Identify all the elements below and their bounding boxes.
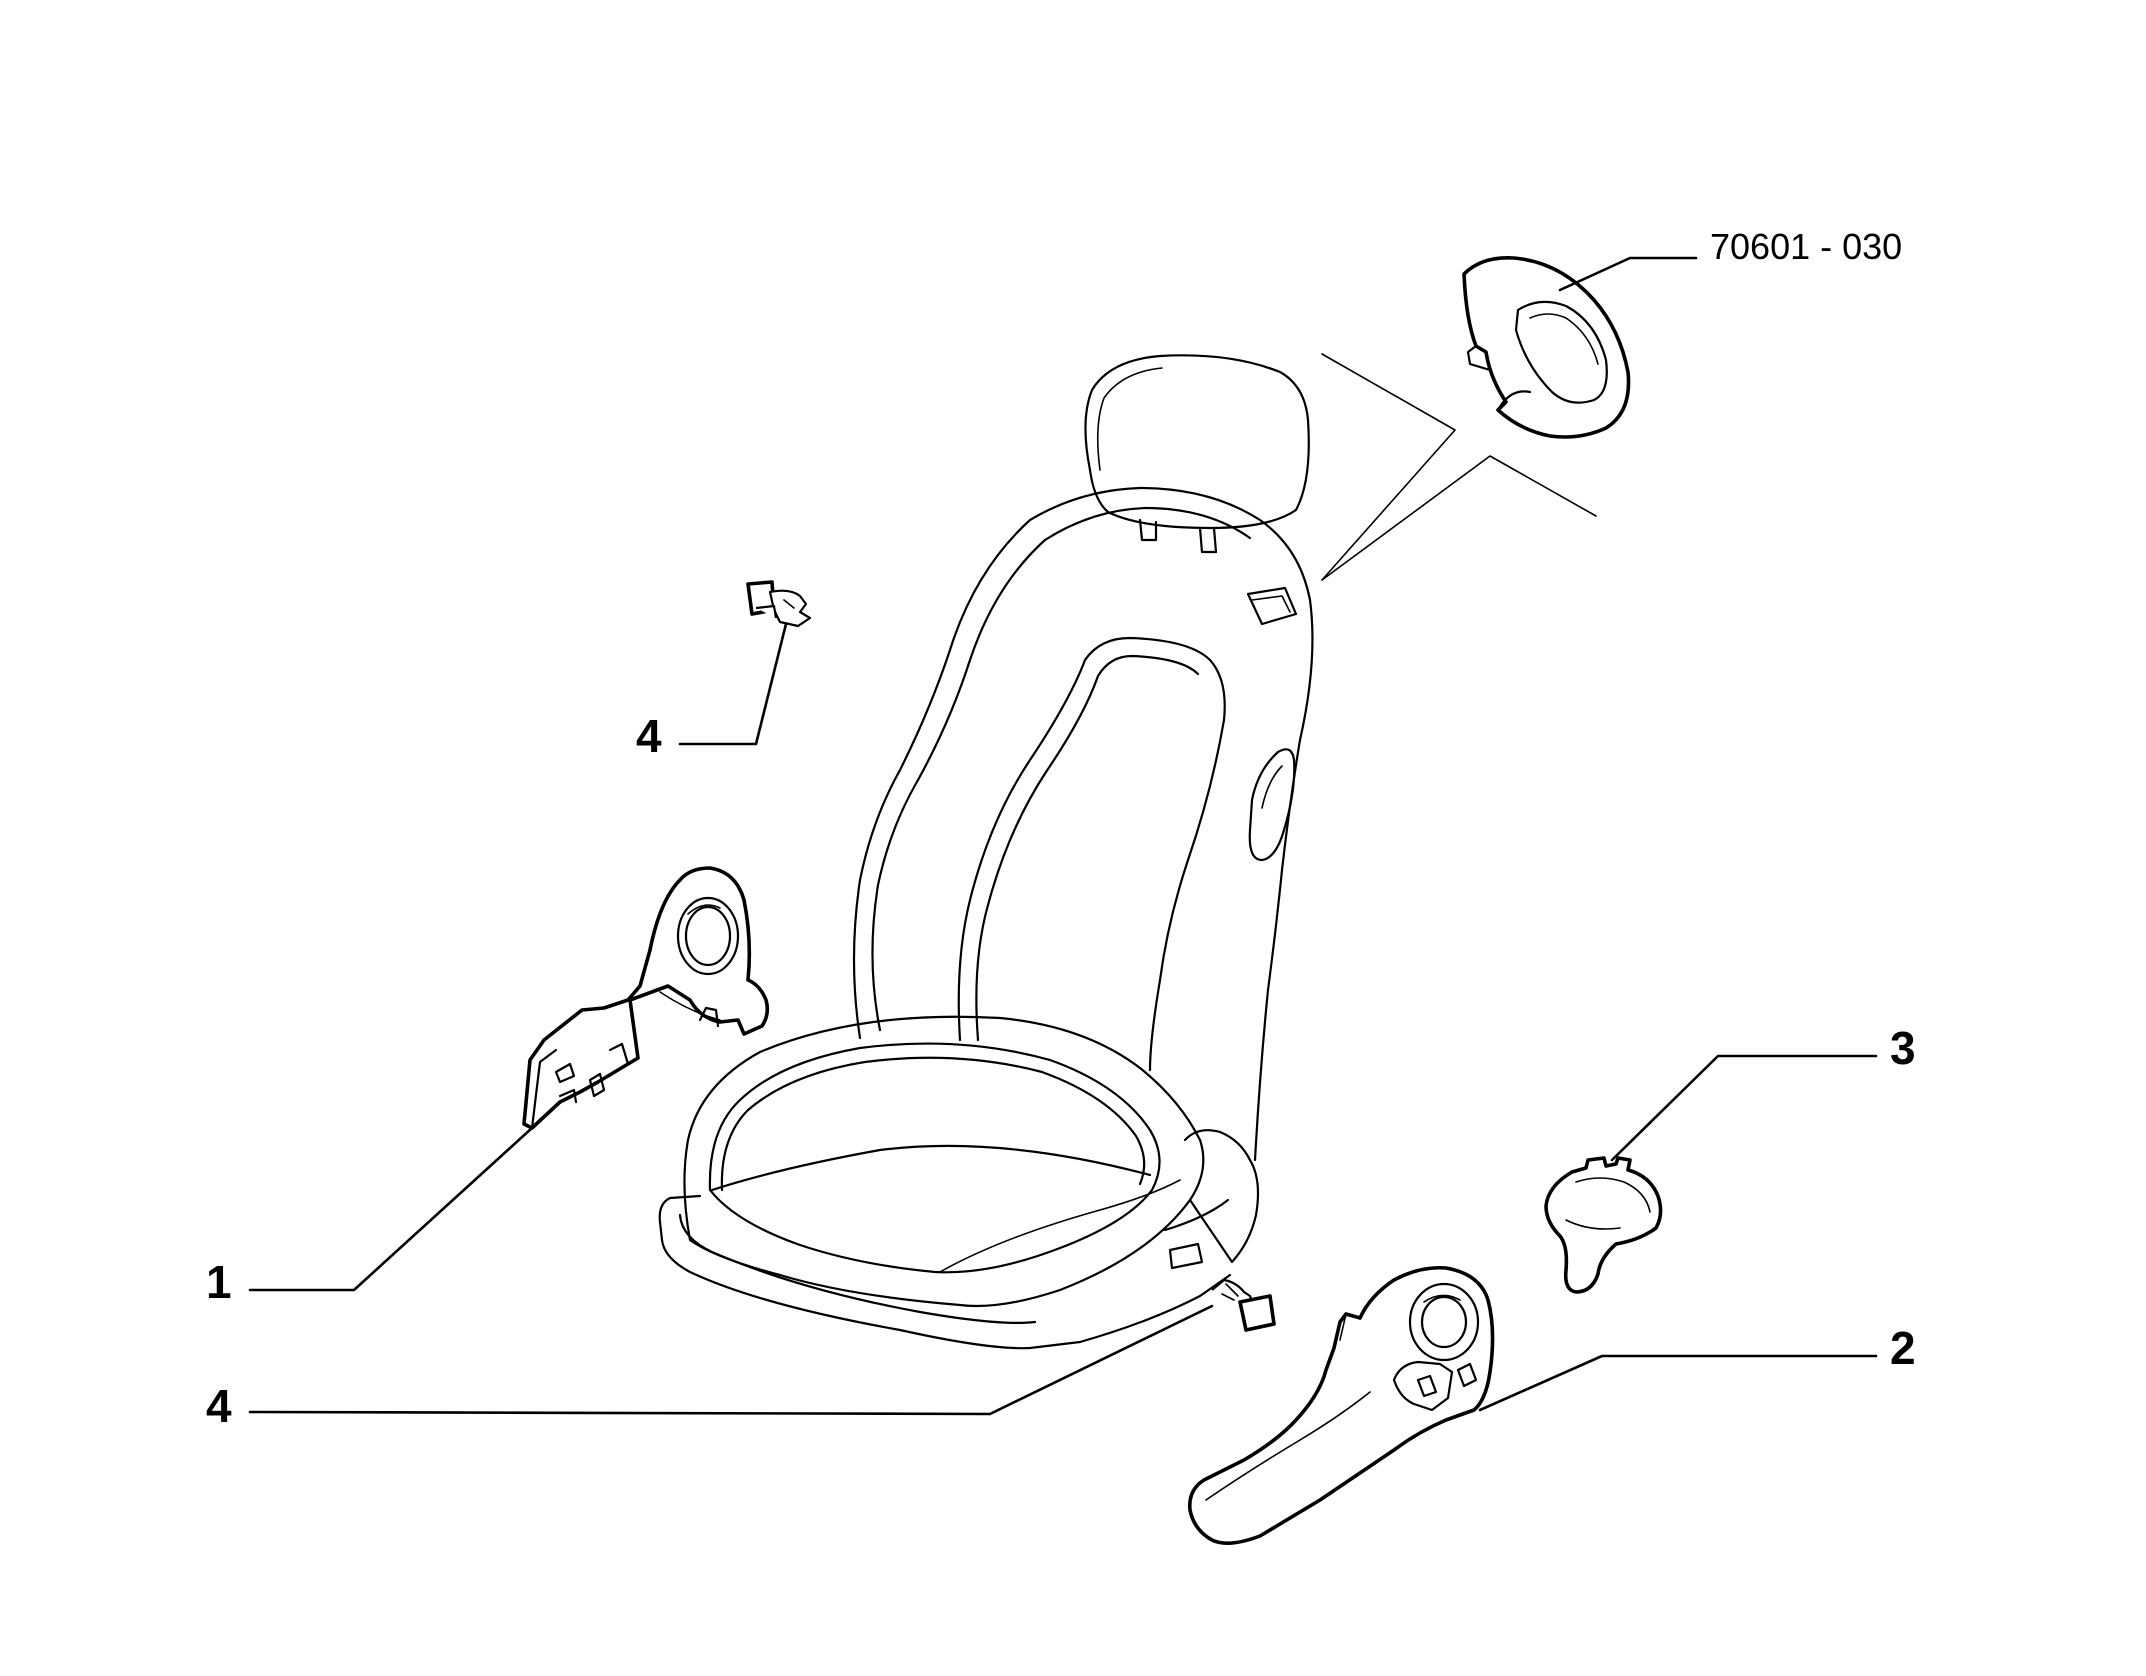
part-2-recliner-cover-right [1187, 1265, 1495, 1545]
drawing-code-label: 70601 - 030 [1710, 226, 1902, 267]
callout-labels: 70601 - 030 4 1 4 3 2 [206, 226, 1916, 1432]
callout-4-top: 4 [636, 710, 662, 762]
seat-cushion-panel [708, 1042, 1161, 1274]
callout-1: 1 [206, 1256, 232, 1308]
seat-backrest-outer [852, 486, 1314, 1162]
detail-guide-lines [1321, 353, 1597, 581]
headrest [1084, 354, 1310, 530]
callout-3: 3 [1890, 1022, 1916, 1074]
backrest-recess [1246, 586, 1298, 626]
callout-4-bottom: 4 [206, 1380, 232, 1432]
part-3-knob [1544, 1156, 1663, 1294]
backrest-side-slot [1248, 748, 1296, 862]
leader-lines [248, 256, 1878, 1416]
backrest-release-button [1462, 256, 1631, 439]
part-1-recliner-cover-left [522, 866, 770, 1130]
callout-2: 2 [1890, 1322, 1916, 1374]
seat-cushion-outer [683, 1015, 1205, 1308]
seat-assembly [658, 354, 1314, 1350]
seat-backrest-panel [957, 636, 1226, 1072]
part-4-clip-bottom [1211, 1278, 1276, 1332]
part-4-clip-top [746, 580, 812, 628]
